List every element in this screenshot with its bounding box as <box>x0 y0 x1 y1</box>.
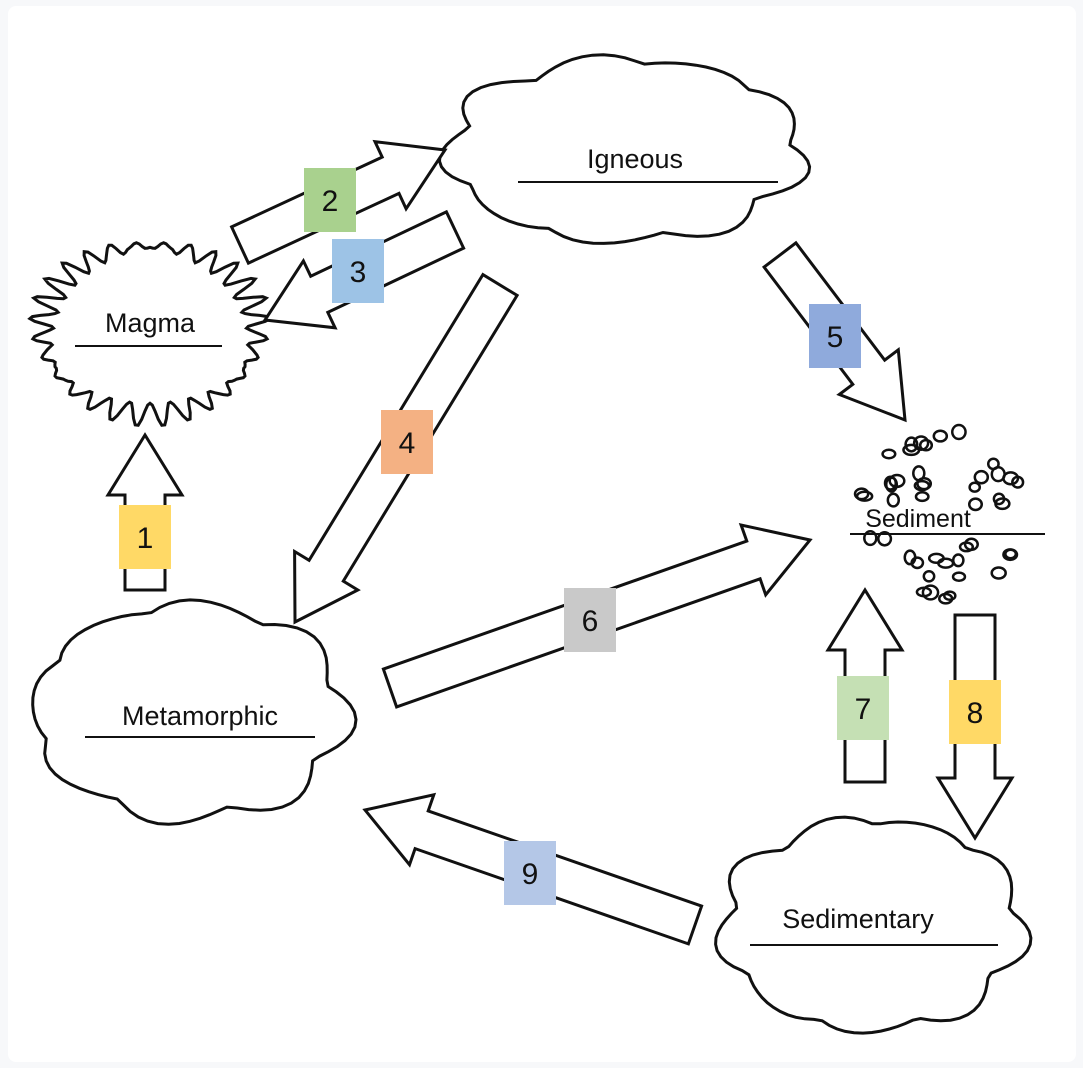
arrow-badge-8 <box>949 680 1001 744</box>
sediment-grain <box>881 448 897 460</box>
sediment-particles <box>853 423 1025 605</box>
sediment-grain <box>883 475 898 491</box>
node-sedimentary-label: Sedimentary <box>782 904 934 934</box>
sediment-grain <box>951 423 967 441</box>
arrow-number-5: 5 <box>827 321 844 354</box>
sediment-grain <box>914 491 930 503</box>
sediment-grain <box>932 429 949 443</box>
arrow-number-6: 6 <box>582 605 599 638</box>
sediment-grain <box>910 556 925 570</box>
node-sediment-label: Sediment <box>865 505 971 533</box>
sediment-grain <box>877 531 893 547</box>
sediment-grain <box>904 436 919 453</box>
sedimentary-rock-cloud <box>714 815 1033 1035</box>
arrow-badge-7 <box>837 676 889 740</box>
sediment-grain <box>973 469 990 485</box>
sediment-grain <box>968 481 982 493</box>
sediment-grain <box>1004 548 1018 560</box>
arrow-badge-9 <box>504 841 556 905</box>
sediment-grain <box>912 465 926 482</box>
sediment-grain <box>986 457 1000 471</box>
node-metamorphic-label: Metamorphic <box>122 701 278 731</box>
sediment-grain <box>921 584 940 601</box>
arrow-badge-1 <box>119 505 171 569</box>
sediment-grain <box>967 497 984 512</box>
sediment-grain <box>918 438 934 452</box>
sediment-grain <box>922 569 936 583</box>
arrow-badge-6 <box>564 588 616 652</box>
sediment-grain <box>913 479 931 492</box>
arrow-number-8: 8 <box>967 697 984 730</box>
sediment-grain <box>863 530 878 547</box>
arrow-badge-3 <box>332 239 384 303</box>
arrow-number-9: 9 <box>522 858 539 891</box>
sediment-grain <box>951 553 965 568</box>
metamorphic-rock-cloud <box>31 598 358 826</box>
sediment-grain <box>992 492 1006 506</box>
arrow-number-7: 7 <box>855 693 872 726</box>
arrow-badge-4 <box>381 410 433 474</box>
sediment-grain <box>886 492 901 508</box>
arrow-badge-2 <box>304 168 356 232</box>
arrow-number-3: 3 <box>350 256 367 289</box>
sediment-grain <box>958 541 975 553</box>
arrow-number-1: 1 <box>137 522 154 555</box>
arrow-number-4: 4 <box>399 427 416 460</box>
arrow-badge-5 <box>809 304 861 368</box>
node-magma-label: Magma <box>105 308 196 338</box>
sediment-grain <box>990 566 1007 580</box>
sediment-grain <box>951 571 967 583</box>
node-igneous-label: Igneous <box>587 144 683 174</box>
arrow-number-2: 2 <box>322 185 339 218</box>
sediment-grain <box>943 590 957 602</box>
sediment-grain <box>853 487 870 501</box>
magma-blob <box>27 241 273 427</box>
